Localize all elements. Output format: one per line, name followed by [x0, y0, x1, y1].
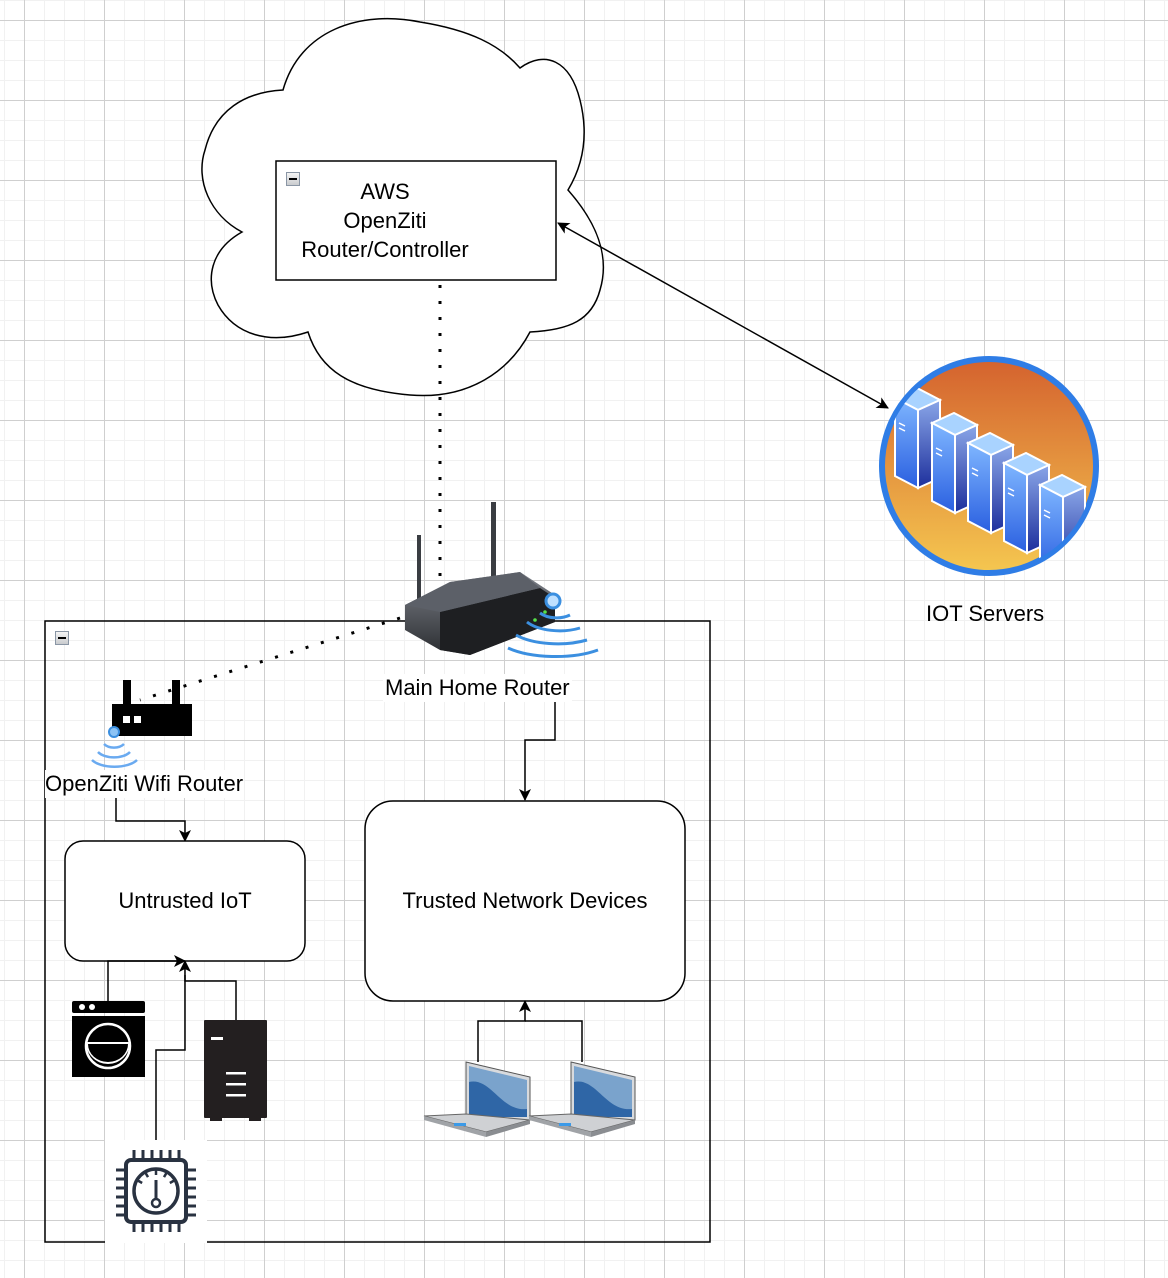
main-router-label: Main Home Router [383, 674, 572, 702]
home-network-container[interactable] [44, 620, 711, 1243]
trusted-devices-label: Trusted Network Devices [402, 888, 648, 913]
openziti-wifi-router-label: OpenZiti Wifi Router [45, 770, 244, 798]
aws-label-line-1: AWS [360, 179, 410, 204]
laptop1-to-trusted-link [477, 1000, 531, 1062]
aws-box-collapse-button[interactable] [286, 172, 300, 186]
iot-servers-icon[interactable] [879, 356, 1099, 576]
temperature-sensor-chip-icon[interactable] [105, 1140, 207, 1243]
iot-servers-label: IOT Servers [926, 601, 1045, 626]
laptop-icon[interactable] [423, 1061, 531, 1137]
server-unit-icon [965, 431, 1016, 535]
sensor-to-untrusted-link [155, 975, 186, 1140]
wifi-router-to-untrusted-link [115, 796, 191, 842]
washing-machine-icon[interactable] [72, 1001, 145, 1077]
washer-to-untrusted-link [107, 955, 186, 1001]
untrusted-iot-label: Untrusted IoT [118, 888, 252, 913]
server-tower-icon[interactable] [204, 1020, 267, 1121]
server-tower-to-untrusted-link [179, 960, 237, 1020]
aws-label-line-2: OpenZiti [343, 208, 427, 233]
laptop2-to-trusted-link [525, 1020, 583, 1062]
main-router-icon[interactable] [405, 502, 599, 659]
router-to-trusted-link [519, 700, 556, 801]
laptop-icon[interactable] [528, 1061, 636, 1137]
aws-label-line-3: Router/Controller [301, 237, 469, 262]
aws-to-iot-servers-link [557, 222, 889, 409]
aws-openziti-controller-box[interactable] [275, 160, 557, 281]
home-network-collapse-button[interactable] [55, 631, 69, 645]
aws-box-label: AWS OpenZiti Router/Controller [276, 161, 494, 280]
openziti-wifi-router-icon[interactable] [91, 680, 192, 769]
